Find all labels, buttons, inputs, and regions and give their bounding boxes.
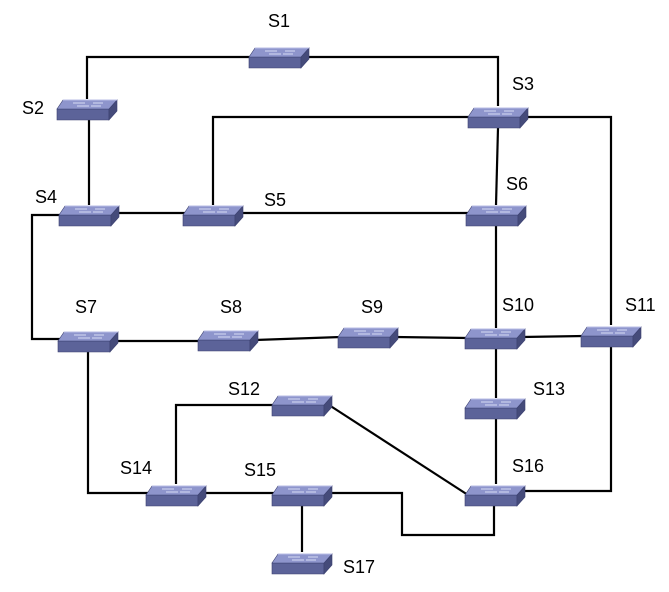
switch-s1-network-switch-icon: [248, 47, 310, 69]
link-s12-s16: [328, 404, 469, 496]
switches-layer: [56, 47, 642, 575]
link-s15-s16: [329, 491, 496, 537]
switch-label-s16: S16: [512, 456, 544, 476]
switch-label-s17: S17: [343, 557, 375, 577]
switch-s14-network-switch-icon: [145, 485, 207, 507]
switch-s2-network-switch-icon: [56, 99, 118, 121]
switch-s12-network-switch-icon: [271, 395, 333, 417]
links-layer: [30, 55, 613, 552]
switch-label-s4: S4: [35, 187, 57, 207]
switch-s6-network-switch-icon: [465, 205, 527, 227]
switch-label-s12: S12: [228, 379, 260, 399]
link-s1-s2: [85, 55, 252, 99]
switch-label-s10: S10: [502, 295, 534, 315]
switch-label-s9: S9: [361, 297, 383, 317]
link-s1-s3: [306, 55, 500, 106]
switch-label-s8: S8: [220, 297, 242, 317]
link-s8-s9: [254, 335, 342, 342]
switch-s3-network-switch-icon: [467, 107, 529, 129]
switch-s16-network-switch-icon: [464, 485, 526, 507]
link-s4-s7: [30, 213, 62, 341]
switch-s7-network-switch-icon: [57, 331, 119, 353]
switch-label-s6: S6: [506, 174, 528, 194]
link-s3-s5: [211, 115, 470, 205]
switch-label-s14: S14: [120, 458, 152, 478]
switch-s10-network-switch-icon: [464, 328, 526, 350]
switch-s4-network-switch-icon: [58, 205, 120, 227]
link-s10-s11: [521, 334, 585, 339]
link-s11-s16: [522, 347, 613, 493]
switch-s17-network-switch-icon: [271, 553, 333, 575]
switch-label-s3: S3: [512, 74, 534, 94]
switch-label-s5: S5: [264, 190, 286, 210]
switch-s15-network-switch-icon: [271, 485, 333, 507]
switch-s13-network-switch-icon: [464, 398, 526, 420]
link-s12-s14: [174, 403, 275, 484]
link-s3-s6: [494, 127, 500, 206]
switch-s5-network-switch-icon: [182, 205, 244, 227]
link-s3-s11: [526, 115, 613, 325]
link-s9-s10: [394, 335, 469, 340]
switch-label-s13: S13: [533, 379, 565, 399]
switch-label-s2: S2: [22, 98, 44, 118]
switch-label-s7: S7: [75, 297, 97, 317]
switch-s9-network-switch-icon: [337, 327, 399, 349]
switch-label-s15: S15: [244, 460, 276, 480]
switch-s11-network-switch-icon: [580, 326, 642, 348]
switch-label-s11: S11: [625, 295, 656, 315]
switch-label-s1: S1: [268, 11, 290, 31]
switch-s8-network-switch-icon: [197, 330, 259, 352]
link-s7-s14: [86, 352, 149, 495]
